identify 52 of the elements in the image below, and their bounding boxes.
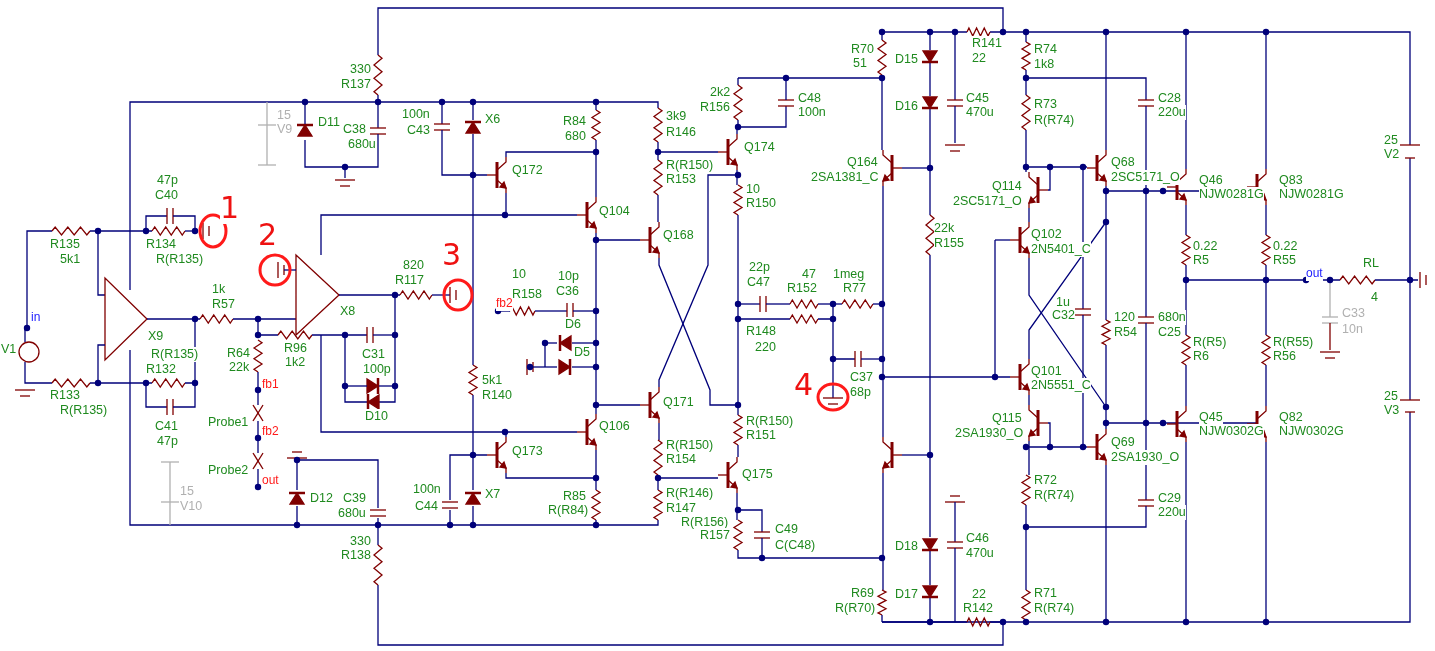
component-label: 2SA1381_C [811, 170, 879, 185]
component-label: R(R74) [1034, 113, 1075, 128]
component-label: Q168 [663, 228, 694, 243]
component-label: Q69 [1111, 435, 1135, 450]
component-label: 2SA1930_O [1111, 450, 1180, 465]
component-label: R(R150) [666, 158, 714, 173]
component-label: 2SC5171_O [1111, 170, 1180, 185]
component-label: R(R74) [1034, 488, 1075, 503]
component-label: R(R74) [1034, 601, 1075, 616]
component-label: 47p [157, 434, 178, 449]
component-label: 47p [157, 173, 178, 188]
component-label: Q173 [512, 444, 543, 459]
net-label: out [1306, 266, 1323, 281]
component-label: R(R156) [681, 515, 729, 530]
component-label: 2N5401_C [1031, 242, 1091, 257]
component-label: Q172 [512, 163, 543, 178]
component-label: 220u [1158, 105, 1186, 120]
component-label: Q114 [992, 179, 1022, 194]
component-label: 22k [934, 221, 955, 236]
component-label: Q174 [744, 140, 775, 155]
component-label: 220u [1158, 505, 1186, 520]
component-label: R(R5) [1193, 335, 1227, 350]
component-label: 100p [363, 362, 391, 377]
component-label: R(R146) [666, 486, 714, 501]
component-label: Q106 [599, 419, 630, 434]
component-label: R(R135) [151, 347, 199, 362]
component-label: 2SA1930_O [955, 426, 1024, 441]
component-label: Q175 [742, 467, 773, 482]
component-label: NJW0281G [1199, 187, 1264, 202]
component-label: 2N5551_C [1031, 378, 1091, 393]
component-label: 68p [850, 385, 871, 400]
component-label: Q115 [992, 411, 1022, 426]
component-label: NJW0302G [1199, 424, 1264, 439]
component-label: Q102 [1031, 227, 1062, 242]
component-label: R(R150) [746, 414, 794, 429]
component-label: 22p [749, 260, 770, 275]
component-label: R(R70) [835, 601, 876, 616]
component-label: Q171 [663, 395, 694, 410]
component-label: Q68 [1111, 155, 1135, 170]
component-label: 680n [1158, 310, 1186, 325]
component-label: C(C48) [775, 538, 816, 553]
net-label: fb2 [496, 296, 513, 311]
component-label: R(R135) [60, 403, 108, 418]
component-label: 10p [558, 269, 579, 284]
component-label: R(R135) [156, 252, 204, 267]
component-label: Q164 [847, 155, 878, 170]
component-label: R(R84) [548, 503, 589, 518]
component-label: R(R55) [1273, 335, 1314, 350]
component-label: Q104 [599, 204, 630, 219]
component-label: 1meg [833, 267, 865, 282]
component-label: 2SC5171_O [953, 194, 1022, 209]
component-label: R(R150) [666, 438, 714, 453]
